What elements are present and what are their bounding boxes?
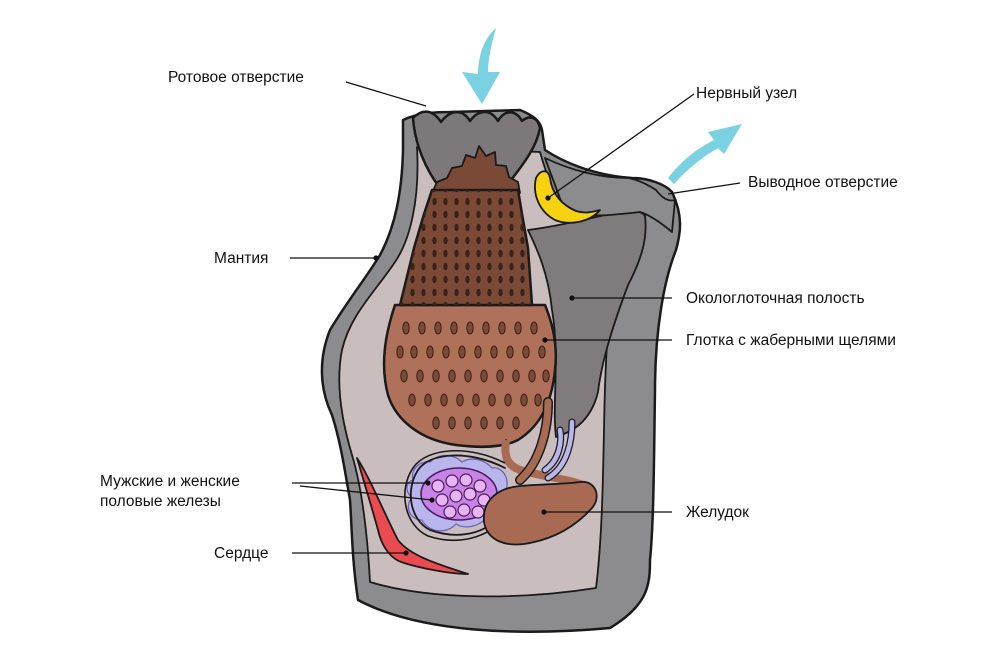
intestine-loop bbox=[409, 454, 506, 536]
gonad-follicles bbox=[431, 473, 491, 519]
leader-dots bbox=[373, 195, 575, 556]
gonoducts bbox=[541, 418, 576, 482]
label-gonads-line2: половые железы bbox=[100, 493, 221, 510]
nerve-ganglion bbox=[534, 170, 601, 224]
gill-slits-lower bbox=[396, 321, 550, 430]
label-atrial-cavity: Окологлоточная полость bbox=[686, 290, 865, 307]
intestine-loop-outline bbox=[404, 449, 506, 542]
oral-tentacles bbox=[431, 145, 521, 194]
rectum-fill bbox=[516, 398, 552, 484]
leader-lines bbox=[290, 81, 741, 554]
arrow-down-icon bbox=[462, 28, 500, 104]
arrow-up-right-icon bbox=[668, 124, 742, 184]
label-nerve-ganglion: Нервный узел bbox=[696, 85, 797, 102]
label-stomach: Желудок bbox=[686, 504, 749, 521]
label-heart: Сердце bbox=[214, 545, 268, 562]
label-mouth: Ротовое отверстие bbox=[168, 69, 304, 86]
internal-organs bbox=[356, 397, 598, 575]
label-exhalant-siphon: Выводное отверстие bbox=[748, 174, 898, 191]
label-gonads-line1: Мужские и женские bbox=[100, 473, 240, 490]
label-pharynx: Глотка с жаберными щелями bbox=[686, 332, 896, 349]
esophagus-fill bbox=[501, 439, 587, 490]
stomach bbox=[483, 481, 598, 546]
label-mantle: Мантия bbox=[214, 250, 268, 267]
heart bbox=[356, 457, 469, 575]
